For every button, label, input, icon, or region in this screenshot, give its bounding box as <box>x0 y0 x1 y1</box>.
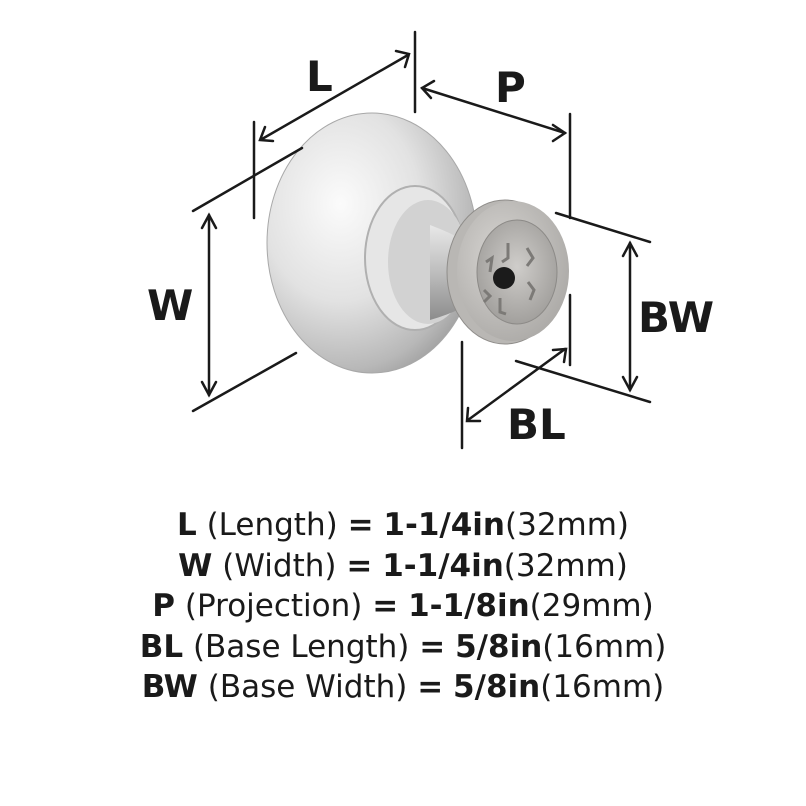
knob-dimension-diagram: L W P BW BL <box>147 30 715 450</box>
spec-width: W (Width) = 1-1/4in(32mm) <box>178 547 628 584</box>
knob-illustration <box>191 30 652 450</box>
spec-base-width: BW (Base Width) = 5/8in(16mm) <box>141 669 665 705</box>
spec-base-length: BL (Base Length) = 5/8in(16mm) <box>139 628 667 665</box>
label-projection: P <box>495 63 526 112</box>
knob-base <box>446 199 569 345</box>
label-base-width: BW <box>638 293 715 342</box>
dimension-lines <box>191 30 652 450</box>
label-base-length: BL <box>507 400 566 449</box>
dimension-specs-list: L (Length) = 1-1/4in(32mm) W (Width) = 1… <box>0 505 806 708</box>
label-length: L <box>306 52 333 101</box>
label-width: W <box>147 281 194 330</box>
spec-length: L (Length) = 1-1/4in(32mm) <box>176 507 630 543</box>
spec-projection: P (Projection) = 1-1/8in(29mm) <box>152 588 654 624</box>
